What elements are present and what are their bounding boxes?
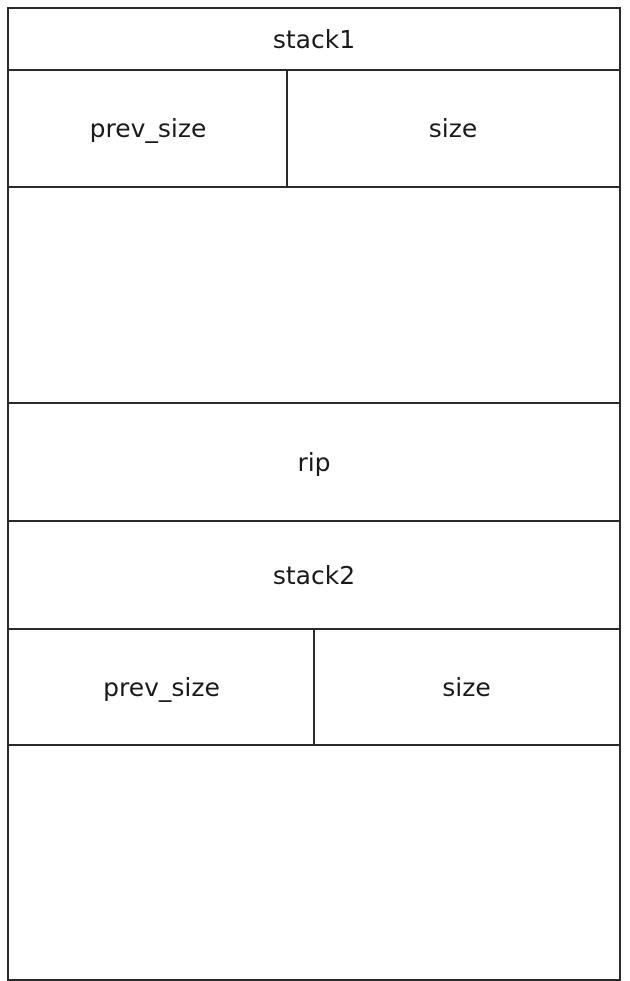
stack2-label-row: stack2 — [9, 522, 619, 628]
divider-stack1-body-bottom — [9, 402, 619, 404]
divider-stack1-bottom — [9, 69, 619, 71]
stack1-chunk-header: prev_size size — [9, 71, 619, 186]
memory-layout-diagram: stack1 prev_size size rip stack2 prev_si… — [7, 7, 621, 981]
rip-row: rip — [9, 404, 619, 520]
stack2-header-divider — [313, 630, 315, 744]
stack1-prev-size-cell: prev_size — [9, 71, 287, 186]
divider-stack2-bottom — [9, 628, 619, 630]
stack2-size-label: size — [442, 672, 491, 702]
stack2-prev-size-cell: prev_size — [9, 630, 314, 744]
stack1-size-cell: size — [287, 71, 619, 186]
stack1-body — [9, 188, 619, 402]
stack2-body — [9, 746, 619, 976]
stack2-chunk-header: prev_size size — [9, 630, 619, 744]
stack2-size-cell: size — [314, 630, 619, 744]
stack1-prev-size-label: prev_size — [89, 114, 207, 143]
rip-label: rip — [297, 447, 331, 477]
divider-rip-bottom — [9, 520, 619, 522]
stack2-prev-size-label: prev_size — [103, 672, 220, 702]
divider-stack2-header-bottom — [9, 744, 619, 746]
stack1-label: stack1 — [272, 24, 356, 54]
stack1-header-divider — [286, 71, 288, 186]
stack2-label: stack2 — [272, 560, 356, 590]
stack1-size-label: size — [428, 114, 478, 143]
stack1-label-row: stack1 — [9, 9, 619, 69]
divider-stack1-header-bottom — [9, 186, 619, 188]
